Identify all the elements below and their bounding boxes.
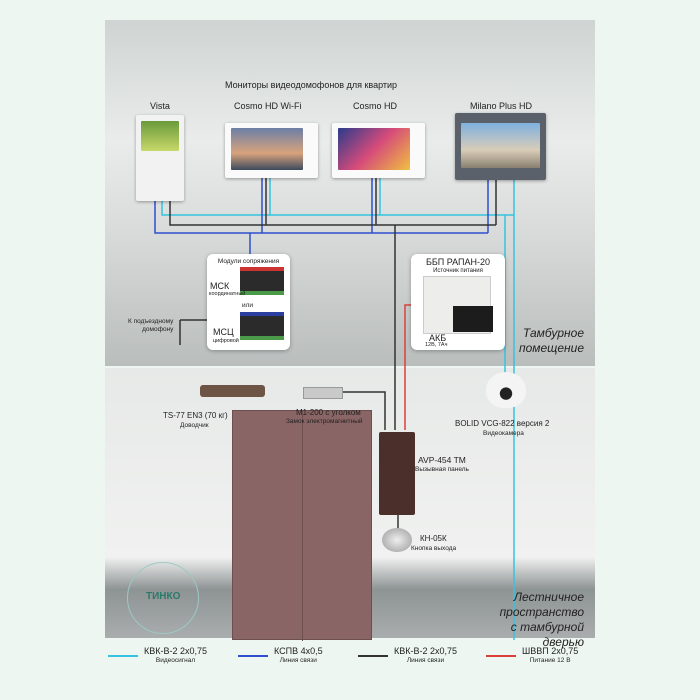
- monitor-cosmo-hd: [332, 123, 425, 178]
- door: [232, 410, 372, 641]
- msk-sub: координатный: [209, 291, 246, 297]
- call-panel-image: [379, 432, 415, 515]
- camera-sub: Видеокамера: [483, 430, 524, 437]
- door-closer-image: [200, 385, 265, 397]
- camera-image: [486, 372, 526, 408]
- msc-sub: цифровой: [213, 338, 239, 344]
- comm-wire-black: [169, 178, 497, 530]
- closer-sub: Доводчик: [180, 422, 209, 429]
- monitor-cosmo-hd-wifi: [225, 123, 318, 178]
- battery-image: [453, 306, 493, 332]
- panel-sub: Вызывная панель: [415, 466, 469, 473]
- monitor-vista: [136, 115, 184, 201]
- button-sub: Кнопка выхода: [411, 545, 457, 552]
- tinko-logo: ТИНКО: [146, 591, 181, 602]
- modules-title: Модули сопряжения: [217, 258, 280, 265]
- power-supply-box: ББП РАПАН-20 Источник питания АКБ 12В, 7…: [411, 254, 505, 350]
- interface-modules-box: Модули сопряжения МСК координатный или М…: [207, 254, 290, 350]
- msk-module-image: [240, 267, 284, 295]
- lock-label: M1-200 с уголком: [296, 408, 361, 417]
- exit-button-image: [382, 528, 412, 552]
- tinko-seal: ТИНКО: [127, 562, 199, 634]
- button-label: КН-05К: [420, 534, 447, 543]
- akb-sub: 12В, 7Ач: [425, 342, 448, 348]
- akb-label: АКБ: [429, 333, 447, 343]
- magnetic-lock-image: [303, 387, 343, 399]
- monitor-label-cosmo: Cosmo HD: [353, 101, 398, 111]
- lock-sub: Замок электромагнитный: [286, 418, 363, 425]
- msc-label: МСЦ: [213, 327, 234, 337]
- comm-wire-blue: [154, 178, 489, 255]
- closer-label: TS-77 EN3 (70 кг): [163, 411, 228, 420]
- monitors-header: Мониторы видеодомофонов для квартир: [225, 80, 398, 90]
- psu-title: ББП РАПАН-20: [425, 257, 491, 267]
- camera-label: BOLID VCG-822 версия 2: [455, 419, 550, 428]
- monitor-label-vista: Vista: [150, 101, 170, 111]
- or-label: или: [242, 302, 254, 309]
- psu-sub: Источник питания: [433, 268, 483, 274]
- video-wire: [161, 178, 515, 640]
- panel-label: AVP-454 TM: [418, 455, 466, 465]
- monitor-label-milano: Milano Plus HD: [470, 101, 533, 111]
- msk-label: МСК: [210, 281, 230, 291]
- msc-module-image: [240, 312, 284, 340]
- monitor-milano-plus-hd: [455, 113, 546, 180]
- monitor-label-cosmo-wifi: Cosmo HD Wi-Fi: [234, 101, 302, 111]
